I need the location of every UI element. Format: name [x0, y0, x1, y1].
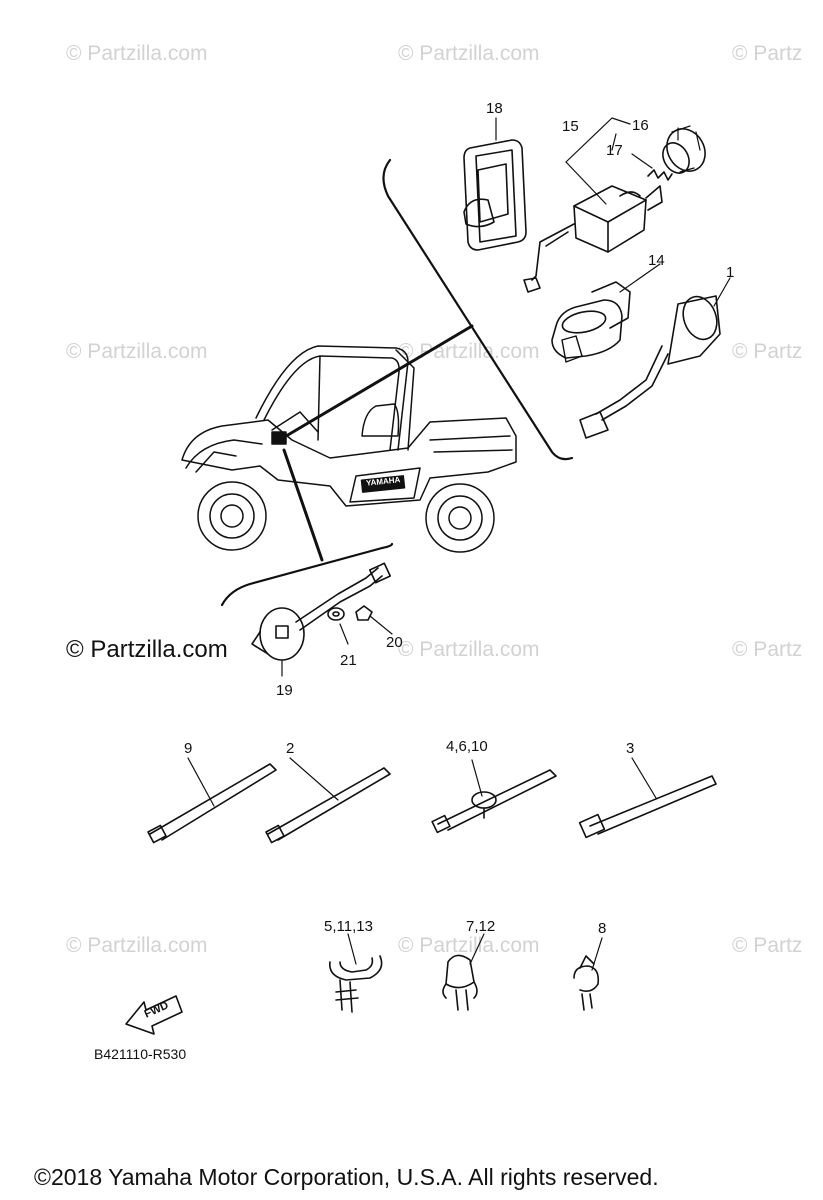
label-part-3: 3 [626, 740, 635, 757]
part-1-socket [579, 295, 721, 439]
part-15-switch-assembly [523, 185, 663, 293]
watermark-lower-center: © Partzilla.com [398, 638, 540, 661]
part-8-clamp [573, 955, 600, 1011]
label-part-18: 18 [486, 100, 503, 117]
label-part-19: 19 [276, 682, 293, 699]
part-16-knob [662, 125, 706, 174]
watermark-top-left: © Partzilla.com [66, 42, 208, 65]
watermark-bottom-left: © Partzilla.com [66, 934, 208, 957]
label-part-1: 1 [726, 264, 735, 281]
callout-lines [187, 117, 731, 971]
label-part-9: 9 [184, 740, 193, 757]
label-part-20: 20 [386, 634, 403, 651]
label-part-7-12: 7,12 [466, 918, 496, 935]
diagram-code: B421110-R530 [94, 1046, 187, 1062]
label-part-21: 21 [340, 652, 357, 669]
watermark-bottom-right: © Partz [732, 934, 803, 957]
label-part-4-6-10: 4,6,10 [446, 738, 488, 755]
watermark-mid-center: © Partzilla.com [398, 340, 540, 363]
leader-upper [274, 324, 474, 444]
watermark-bottom-center: © Partzilla.com [398, 934, 540, 957]
part-18-switch-panel [463, 139, 527, 251]
part-5-11-13-clamp [329, 955, 383, 1013]
watermark-mid-right: © Partz [732, 340, 803, 363]
part-20-bolt [355, 605, 373, 621]
watermark-mid-left: © Partzilla.com [66, 340, 208, 363]
label-part-16: 16 [632, 117, 649, 134]
label-part-17: 17 [606, 142, 623, 159]
watermark-top-center: © Partzilla.com [398, 42, 540, 65]
watermark-main: © Partzilla.com [66, 636, 228, 663]
watermark-lower-right: © Partz [732, 638, 803, 661]
part-21-washer [327, 607, 345, 621]
label-part-8: 8 [598, 920, 607, 937]
leader-lower [282, 448, 324, 562]
label-part-5-11-13: 5,11,13 [324, 918, 373, 935]
part-2-cable-tie [265, 767, 391, 844]
part-19-sensor-unit [251, 562, 392, 661]
part-7-12-clamp [442, 954, 478, 1011]
detail-bracket-lower [220, 542, 394, 607]
watermark-top-right: © Partz [732, 42, 803, 65]
part-14-sensor [551, 281, 631, 363]
label-part-14: 14 [648, 252, 665, 269]
part-3-cable-tie [578, 775, 717, 839]
detail-bracket-upper [382, 158, 574, 461]
part-17-spring [647, 169, 673, 181]
label-part-2: 2 [286, 740, 295, 757]
label-part-15: 15 [562, 118, 579, 135]
copyright-text: ©2018 Yamaha Motor Corporation, U.S.A. A… [34, 1164, 659, 1190]
vehicle-illustration [181, 345, 517, 553]
fwd-arrow-icon [125, 995, 183, 1035]
part-4-6-10-cable-tie [431, 769, 557, 834]
